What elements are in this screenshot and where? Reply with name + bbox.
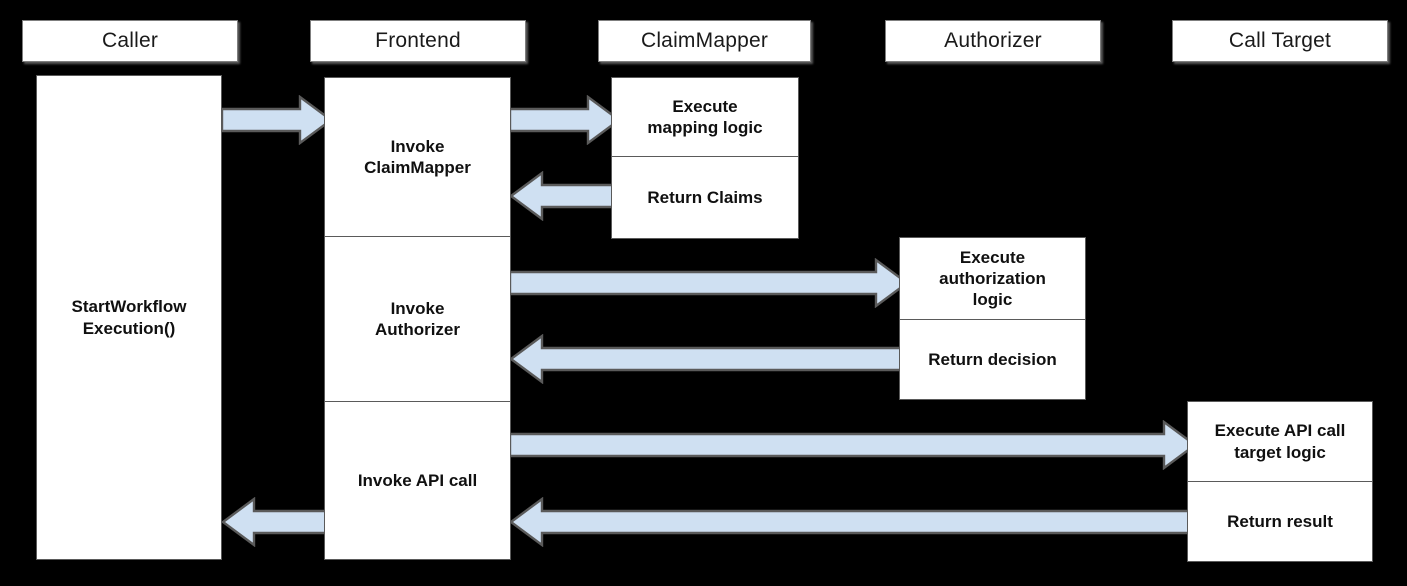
lifeline-segment-label: Invoke API call (357, 470, 478, 490)
participant-header-frontend[interactable]: Frontend (310, 20, 526, 62)
message-arrow-claimmapper-to-frontend (510, 171, 620, 221)
lifeline-segment-label: Return Claims (647, 187, 763, 207)
message-arrow-authorizer-to-frontend (510, 334, 908, 384)
lifeline-segment-label: Return decision (928, 349, 1057, 369)
lifeline-segment-calltarget-1[interactable]: Return result (1188, 481, 1372, 561)
message-arrow-frontend-to-calltarget (510, 420, 1196, 470)
message-arrow-frontend-to-authorizer (510, 258, 908, 308)
message-arrow-frontend-to-caller (222, 497, 332, 547)
participant-header-authorizer[interactable]: Authorizer (885, 20, 1101, 62)
message-arrow-caller-to-frontend (222, 95, 332, 145)
lifeline-segment-frontend-2[interactable]: Invoke API call (325, 401, 510, 559)
participant-label-caller: Caller (101, 29, 159, 52)
message-arrow-frontend-to-claimmapper (510, 95, 620, 145)
participant-label-frontend: Frontend (375, 29, 461, 52)
participant-label-authorizer: Authorizer (944, 29, 1042, 52)
participant-label-claimmapper: ClaimMapper (640, 29, 769, 52)
participant-header-caller[interactable]: Caller (22, 20, 238, 62)
lifeline-segment-claimmapper-1[interactable]: Return Claims (612, 156, 798, 238)
participant-header-claimmapper[interactable]: ClaimMapper (598, 20, 811, 62)
participant-label-calltarget: Call Target (1228, 29, 1332, 52)
message-arrow-calltarget-to-frontend (510, 497, 1196, 547)
lifeline-segment-authorizer-1[interactable]: Return decision (900, 319, 1085, 399)
participant-header-calltarget[interactable]: Call Target (1172, 20, 1388, 62)
lifeline-segment-label: Return result (1227, 511, 1333, 531)
